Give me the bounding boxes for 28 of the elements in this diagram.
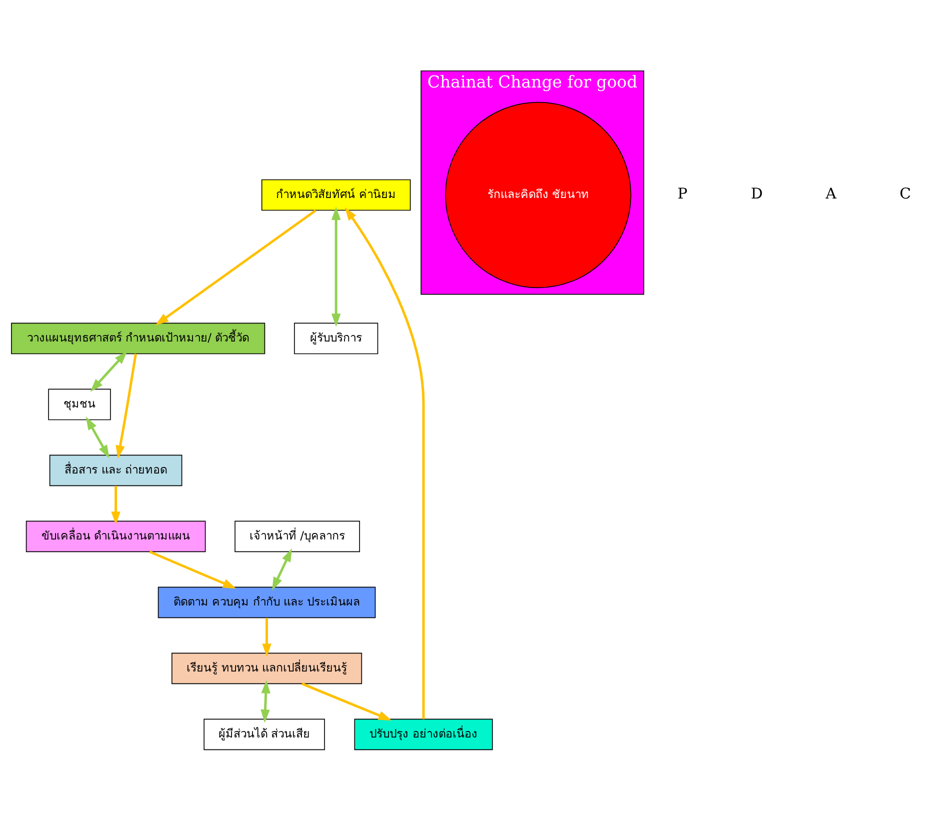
arrow (116, 354, 137, 459)
arrow (344, 207, 425, 720)
node-box: เจ้าหน้าที่ /บุคลากร (234, 520, 360, 552)
arrow (111, 486, 120, 525)
node-box: เรียนรู้ ทบทวน แลกเปลี่ยนเรียนรู้ (172, 652, 362, 684)
arrow (301, 682, 392, 721)
arrow (272, 548, 292, 590)
node-box: ผู้รับบริการ (294, 322, 378, 354)
arrow (155, 209, 316, 326)
node-box: ชุมชน (48, 388, 111, 420)
label: C (900, 186, 911, 203)
arrow (149, 550, 236, 589)
arrow (90, 351, 128, 392)
node-circle: รักและคิดถึง ชัยนาท (445, 102, 632, 288)
node-box: ปรับปรุง อย่างต่อเนื่อง (354, 718, 493, 750)
arrow (86, 416, 110, 458)
arrow (331, 206, 341, 327)
node-box: ผู้มีส่วนได้ ส่วนเสีย (204, 718, 325, 750)
node-box: ขับเคลื่อน ดำเนินงานตามแผน (26, 520, 206, 552)
node-box: วางแผนยุทธศาสตร์ กำหนดเป้าหมาย/ ตัวชี้วัด (11, 322, 266, 354)
arrow (262, 618, 272, 657)
node-box: กำหนดวิสัยทัศน์ ค่านิยม (261, 179, 411, 211)
node-box: ติดตาม ควบคุม กำกับ และ ประเมินผล (158, 586, 376, 618)
arrow (260, 680, 270, 723)
label: D (750, 186, 763, 203)
label: P (678, 186, 688, 203)
node-box: สื่อสาร และ ถ่ายทอด (49, 454, 182, 486)
label: A (826, 186, 836, 203)
